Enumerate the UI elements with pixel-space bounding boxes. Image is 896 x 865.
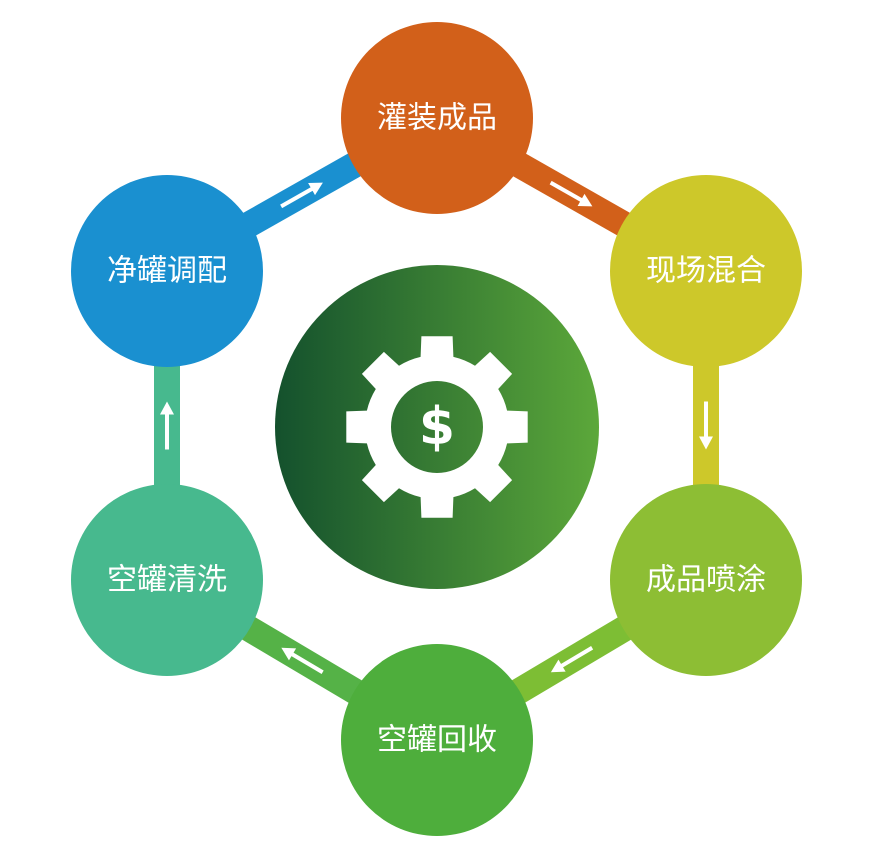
process-node: 空罐清洗 xyxy=(71,484,263,676)
node-circle xyxy=(341,22,533,214)
connector-arrow xyxy=(507,150,636,239)
node-label: 净罐调配 xyxy=(107,254,227,289)
process-node: 成品喷涂 xyxy=(610,484,802,676)
arrow-shaft xyxy=(280,184,317,209)
arrow-head-icon xyxy=(160,401,174,415)
node-circle xyxy=(71,175,263,367)
connector-arrow xyxy=(154,359,180,492)
arrow-head-icon xyxy=(577,193,593,207)
arrow-shaft xyxy=(549,180,587,205)
arrow-head-icon xyxy=(281,647,297,661)
gear-dollar-icon: $ xyxy=(346,336,528,518)
arrow-head-icon xyxy=(308,182,323,196)
node-label: 空罐回收 xyxy=(377,723,497,758)
process-node: 现场混合 xyxy=(610,175,802,367)
arrow-head-icon xyxy=(699,436,713,450)
node-label: 灌装成品 xyxy=(377,101,497,136)
node-label: 现场混合 xyxy=(646,254,766,289)
arrow-head-icon xyxy=(550,659,566,673)
arrow-shaft xyxy=(287,650,324,674)
connector-arrow xyxy=(237,150,367,239)
arrow-shaft xyxy=(556,646,594,670)
node-circle xyxy=(71,484,263,676)
node-circle xyxy=(610,175,802,367)
connector-arrow xyxy=(693,359,719,492)
process-node: 净罐调配 xyxy=(71,175,263,367)
process-node: 空罐回收 xyxy=(341,644,533,836)
node-circle xyxy=(341,644,533,836)
node-circle xyxy=(610,484,802,676)
connector-arrow xyxy=(236,613,368,707)
dollar-icon: $ xyxy=(419,397,455,457)
node-label: 空罐清洗 xyxy=(107,563,227,598)
node-label: 成品喷涂 xyxy=(646,563,766,598)
center-hub: $ xyxy=(275,265,599,589)
center-circle xyxy=(275,265,599,589)
connectors xyxy=(154,150,719,707)
connector-arrow xyxy=(505,613,638,707)
process-node: 灌装成品 xyxy=(341,22,533,214)
